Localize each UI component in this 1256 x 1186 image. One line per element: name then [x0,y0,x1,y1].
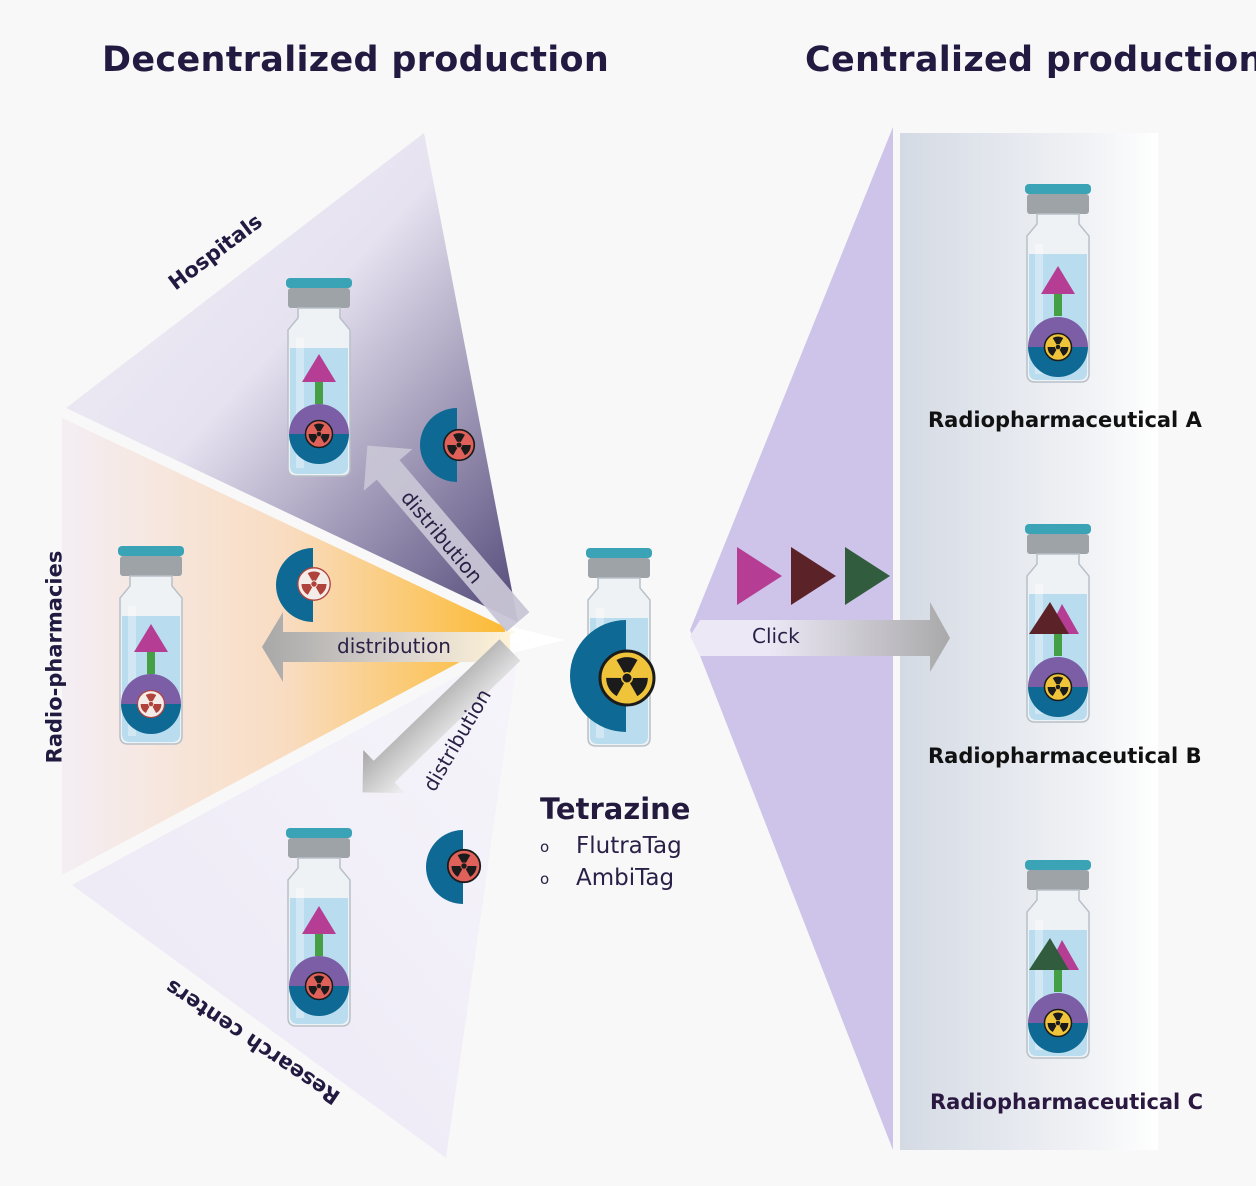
decentralized-heading: Decentralized production [102,40,610,80]
distribution-arrow-hospitals [363,445,530,632]
hospital-vial-icon [284,278,354,478]
distribution-label-radio: distribution [337,634,451,658]
tetrazine-item: o FlutraTag [540,830,682,862]
tetrazine-item-label: FlutraTag [576,833,682,859]
click-label: Click [752,624,800,648]
radiopharmaceutical-c-vial-icon [1023,860,1093,1060]
radiopharmaceutical-a-vial-icon [1023,184,1093,384]
bullet-icon: o [540,869,550,888]
tetrazine-item: o AmbiTag [540,862,682,894]
tetrazine-title: Tetrazine [540,792,691,826]
research-tag-icon [426,830,482,904]
click-arrow [690,602,950,672]
tetrazine-item-label: AmbiTag [576,865,675,891]
distribution-arrow-radio [262,612,510,682]
centralized-heading: Centralized production [805,40,1256,80]
radio-pharmacy-tag-icon [276,548,331,622]
center-glow [505,625,565,655]
radio-pharmacies-label: Radio-pharmacies [42,550,67,764]
radiopharmaceutical-c-label: Radiopharmaceutical C [930,1090,1203,1114]
radiopharmaceutical-b-label: Radiopharmaceutical B [928,744,1202,768]
research-vial-icon [284,828,354,1028]
green-triangle [845,547,890,605]
radiopharmaceutical-a-label: Radiopharmaceutical A [928,408,1202,432]
radio-pharmacy-vial-icon [116,546,186,746]
magenta-triangle [737,547,782,605]
hospital-tag-icon [420,408,476,482]
tetrazine-vial-icon [570,548,656,748]
bullet-icon: o [540,837,550,856]
distribution-arrow-research [362,639,521,794]
maroon-triangle [791,547,836,605]
radiopharmaceutical-b-vial-icon [1023,524,1093,724]
